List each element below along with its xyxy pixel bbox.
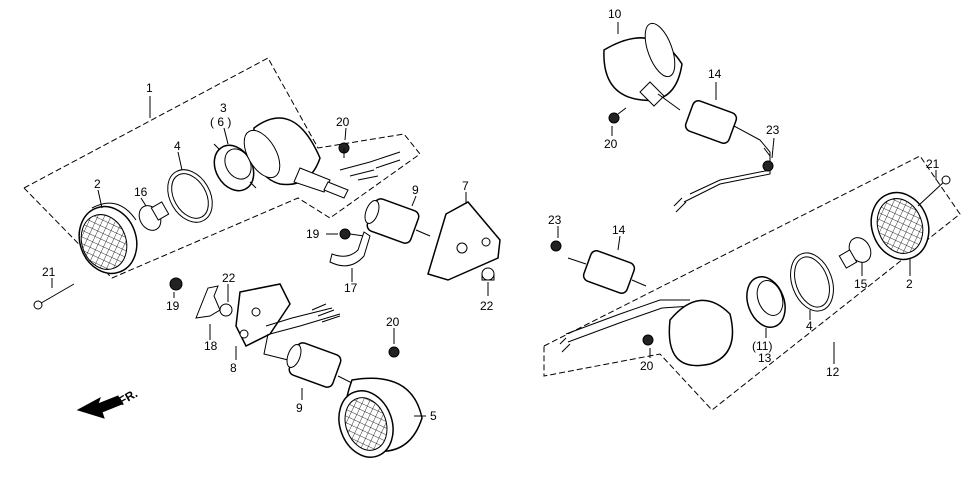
label-19-b: 19 (166, 299, 180, 313)
gasket-right (790, 252, 834, 312)
label-3: 3 (220, 101, 227, 115)
screw-21-right (917, 175, 951, 207)
label-23-a: 23 (766, 123, 780, 137)
screw-20-c (608, 107, 627, 124)
bolt-19-a (339, 228, 365, 240)
label-2-left: 2 (94, 177, 101, 191)
nut-22-b (219, 303, 233, 317)
bolt-19-b (169, 277, 183, 291)
label-16: 16 (134, 185, 148, 199)
label-4-right: 4 (806, 319, 813, 333)
nut-22-a (481, 267, 495, 281)
lamp-10 (603, 22, 683, 107)
screw-21-left (33, 283, 75, 310)
leader-4-left (177, 151, 183, 171)
leader-20-a (344, 127, 347, 141)
label-20-a: 20 (336, 115, 350, 129)
bracket-8 (235, 283, 291, 348)
label-8: 8 (230, 361, 237, 375)
lamp-12-housing (668, 299, 734, 367)
label-13: 13 (758, 351, 772, 365)
label-9-bottom: 9 (296, 401, 303, 415)
label-20-b: 20 (386, 315, 400, 329)
label-22-b: 22 (222, 271, 236, 285)
label-23-b: 23 (548, 213, 562, 227)
label-17: 17 (344, 281, 358, 295)
label-21-right: 21 (926, 157, 940, 171)
leader-23-a (771, 137, 775, 159)
nut-23-a (762, 160, 774, 172)
label-21-left: 21 (42, 265, 56, 279)
label-1: 1 (146, 81, 153, 95)
wire-harness-right-top (673, 139, 771, 213)
screw-20-a (338, 142, 350, 158)
lens-right (870, 191, 930, 261)
label-20-d: 20 (640, 359, 654, 373)
label-12: 12 (826, 365, 840, 379)
label-19-a: 19 (306, 227, 320, 241)
label-20-c: 20 (604, 137, 618, 151)
left-assembly-boundary (23, 57, 421, 279)
lens-left (78, 202, 138, 275)
label-5: 5 (430, 409, 437, 423)
right-assembly-boundary (543, 155, 961, 411)
relay-9-top (364, 198, 431, 244)
clip-18 (195, 285, 221, 319)
relay-14-top (657, 93, 761, 144)
lamp-5 (338, 377, 423, 458)
leader-9-top (411, 195, 417, 207)
label-7: 7 (462, 179, 469, 193)
clip-17 (329, 231, 371, 267)
socket-13 (746, 276, 786, 328)
label-4-left: 4 (174, 139, 181, 153)
screw-20-d (642, 334, 654, 346)
leader-16 (140, 197, 147, 207)
label-2-right: 2 (906, 277, 913, 291)
callout-labels: 1 2 3 ( 6 ) 4 16 20 21 9 7 19 17 22 22 1… (42, 7, 940, 423)
label-9-top: 9 (412, 183, 419, 197)
label-18: 18 (204, 339, 218, 353)
leader-14-mid (617, 235, 621, 251)
relay-14-mid (567, 250, 647, 294)
label-11: (11) (752, 339, 772, 353)
gasket-left (167, 169, 213, 223)
label-22-a: 22 (480, 299, 494, 313)
relay-9-bottom (286, 342, 355, 388)
label-14-top: 14 (708, 67, 722, 81)
leader-3 (223, 127, 229, 145)
leader-2-left (97, 189, 103, 209)
label-14-mid: 14 (612, 223, 626, 237)
bracket-7 (427, 201, 501, 281)
front-direction-arrow-icon (76, 395, 123, 419)
label-15: 15 (854, 277, 868, 291)
bulb-15 (838, 237, 872, 269)
bulb-16 (138, 201, 170, 231)
wire-harness-right-lower (559, 299, 693, 353)
nut-23-b (550, 240, 562, 252)
label-6: ( 6 ) (210, 115, 231, 129)
label-10: 10 (608, 7, 622, 21)
wire-harness-left-lower (263, 303, 341, 361)
housing-left-top (243, 117, 401, 199)
